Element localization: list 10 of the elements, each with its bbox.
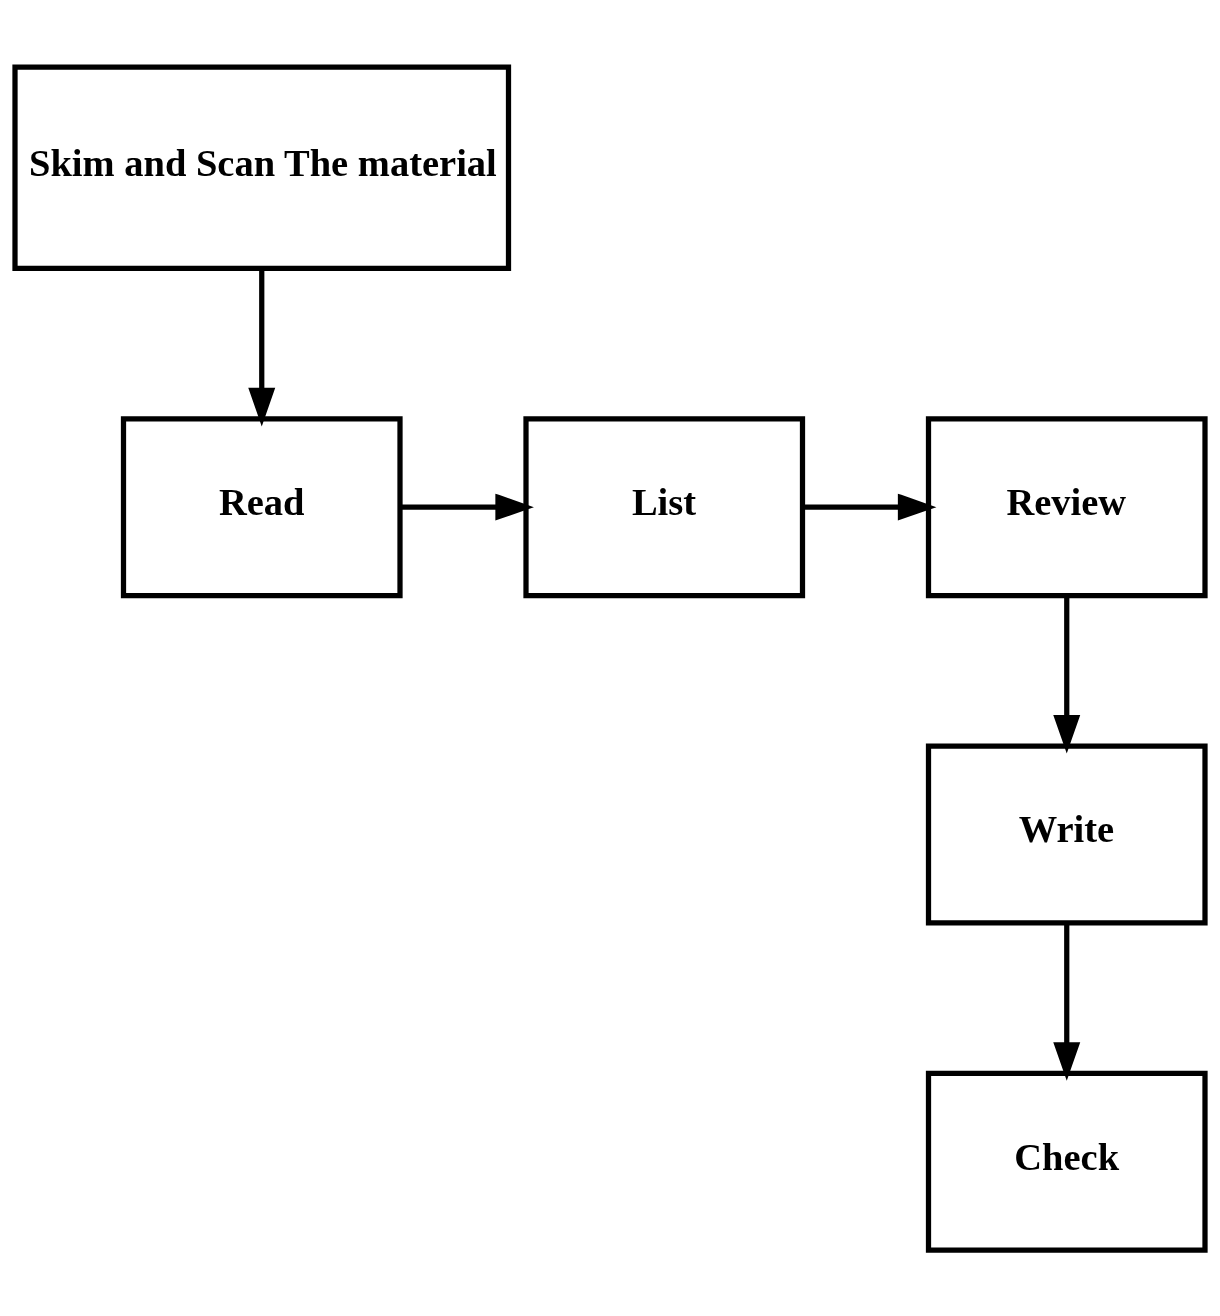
arrow — [1053, 922, 1081, 1081]
node-box: Read — [120, 415, 403, 598]
node-box: Skim and Scan The material — [12, 63, 512, 271]
arrow — [802, 493, 937, 521]
node-box: Write — [925, 742, 1208, 925]
arrow — [1053, 595, 1081, 754]
node-box: Review — [925, 415, 1208, 598]
node-box: Check — [925, 1070, 1208, 1253]
node-box: List — [523, 415, 806, 598]
arrow — [400, 493, 534, 521]
